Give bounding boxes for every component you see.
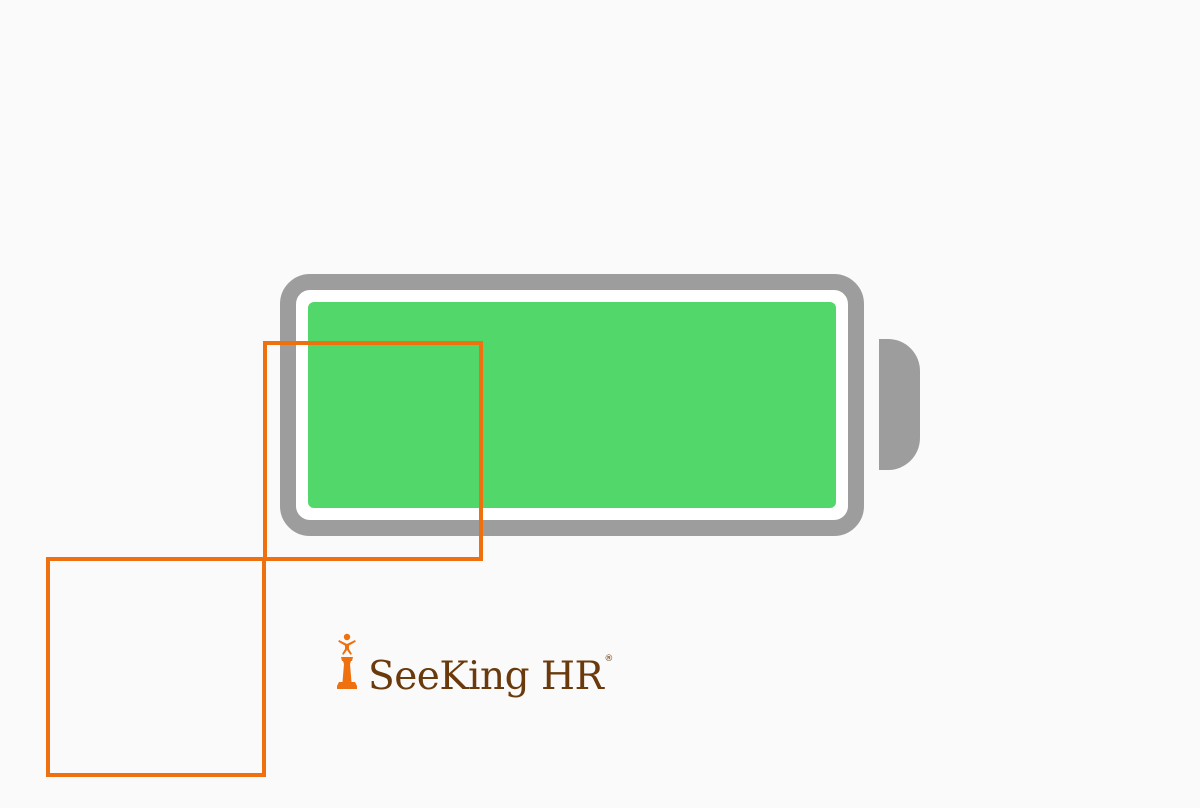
chess-king-person-icon <box>337 633 357 689</box>
registered-mark: ® <box>604 654 613 664</box>
brand-name: SeeKing HR® <box>368 654 613 699</box>
battery-fill-track <box>308 302 836 508</box>
brand-name-text: SeeKing HR <box>368 654 604 699</box>
highlight-frame-upper <box>263 341 483 561</box>
battery-level-fill <box>308 302 836 508</box>
battery-body <box>280 274 864 536</box>
battery-terminal <box>879 339 920 470</box>
highlight-frame-lower <box>46 557 266 777</box>
brand-logo: SeeKing HR® <box>334 632 613 702</box>
